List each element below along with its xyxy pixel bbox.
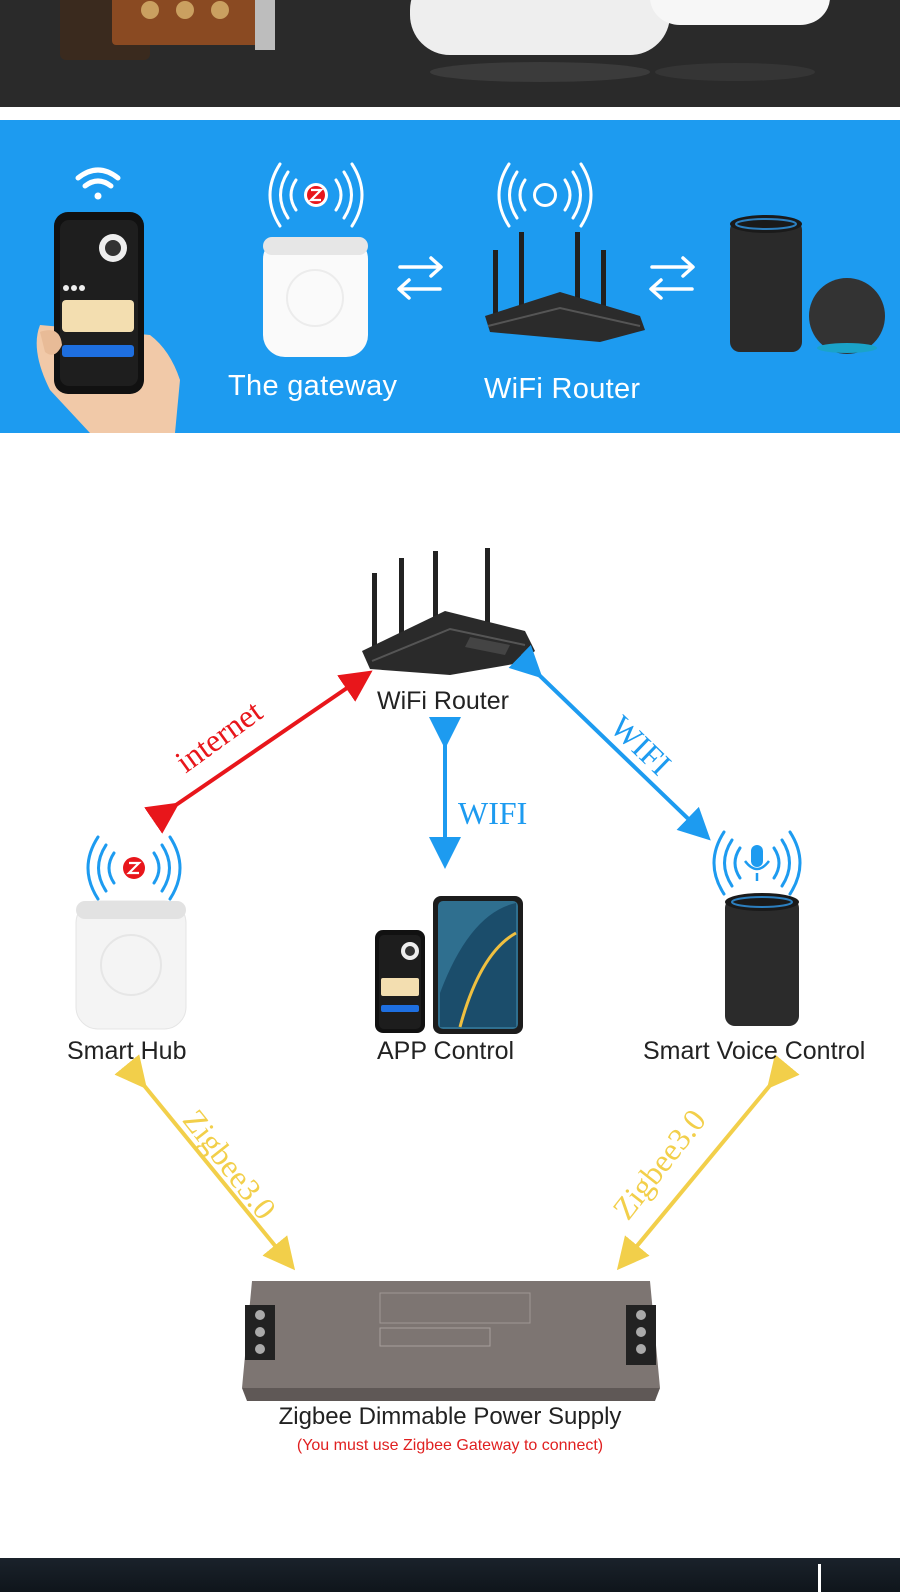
router-label: WiFi Router: [484, 373, 641, 405]
banner-separator: [0, 107, 900, 120]
top-product-banner: [0, 0, 900, 107]
gateway-banner: The gateway WiFi Router: [0, 120, 900, 433]
bottom-banner-mark: [818, 1564, 821, 1592]
microphone-signal-icon: [712, 830, 802, 896]
zigbee-signal-icon: [86, 835, 182, 901]
internet-arrow: [144, 670, 373, 834]
app-control-caption: APP Control: [377, 1037, 515, 1065]
power-supply-caption: Zigbee Dimmable Power Supply: [278, 1403, 622, 1430]
gateway-banner-graphics: [36, 162, 885, 433]
gateway-device-image: [263, 237, 368, 357]
exchange-arrows-icon-2: [649, 256, 695, 300]
smart-speaker-image: [730, 215, 885, 354]
smart-hub-caption: Smart Hub: [67, 1037, 187, 1065]
zigbee-left-arrow: [114, 1054, 296, 1271]
router-image: [485, 232, 645, 342]
wifi-badge-icon: [497, 162, 593, 228]
router-caption: WiFi Router: [377, 687, 509, 715]
power-supply-note: (You must use Zigbee Gateway to connect): [296, 1437, 604, 1454]
router-device-image: [362, 548, 535, 675]
phone-in-hand-image: [36, 212, 180, 433]
power-supply-device-image: [242, 1281, 660, 1401]
app-control-devices-image: [375, 896, 523, 1034]
gateway-label: The gateway: [228, 370, 398, 402]
top-product-photo: [60, 0, 830, 82]
smart-speaker-device-image: [725, 893, 799, 1026]
connection-diagram: [75, 548, 802, 1401]
zigbee-right-arrow: [616, 1054, 800, 1271]
wifi-icon: [75, 167, 121, 200]
smart-hub-device-image: [75, 900, 187, 1030]
wifi-center-arrow-label: WIFI: [458, 795, 528, 831]
zigbee-icon: [268, 162, 364, 228]
bottom-banner: [0, 1558, 900, 1592]
wifi-right-arrow: [508, 644, 711, 841]
exchange-arrows-icon: [397, 256, 443, 300]
voice-control-caption: Smart Voice Control: [643, 1037, 866, 1065]
